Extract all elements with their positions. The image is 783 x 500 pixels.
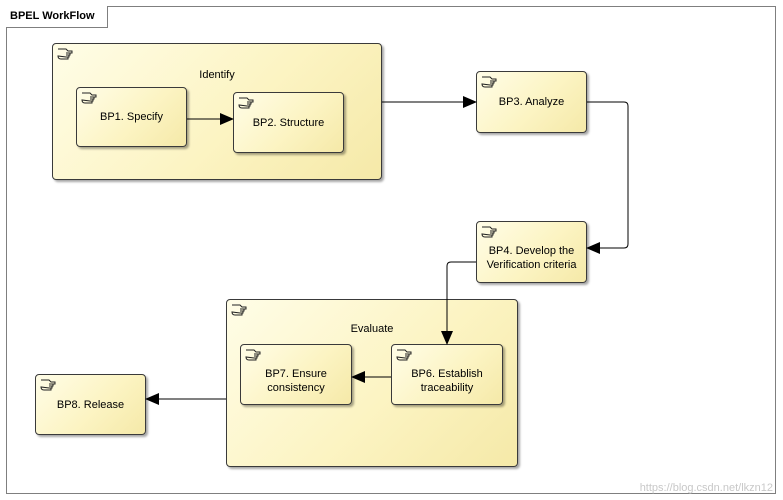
task-label: BP1. Specify — [100, 111, 163, 123]
task-bp4[interactable]: BP4. Develop the Verification criteria — [476, 221, 587, 283]
activity-icon — [245, 349, 261, 361]
task-label-line2: Verification criteria — [486, 259, 577, 271]
container-label: Evaluate — [350, 323, 394, 335]
activity-icon — [40, 379, 56, 391]
activity-icon — [57, 48, 73, 60]
activity-icon — [481, 226, 497, 238]
task-label: BP2. Structure — [252, 117, 325, 129]
activity-icon — [481, 76, 497, 88]
task-label-line1: BP7. Ensure — [265, 368, 327, 380]
task-bp2[interactable]: BP2. Structure — [233, 92, 344, 153]
activity-icon — [396, 349, 412, 361]
task-label-line1: BP4. Develop the — [488, 245, 575, 257]
task-label-line2: consistency — [267, 382, 325, 394]
task-label-line2: traceability — [420, 382, 474, 394]
task-label-line1: BP6. Establish — [411, 368, 483, 380]
task-bp8[interactable]: BP8. Release — [35, 374, 146, 435]
frame-title: BPEL WorkFlow — [6, 6, 108, 28]
task-bp6[interactable]: BP6. Establish traceability — [391, 344, 503, 405]
task-bp7[interactable]: BP7. Ensure consistency — [240, 344, 352, 405]
bpel-frame — [6, 6, 776, 494]
watermark: https://blog.csdn.net/lkzn12 — [639, 482, 773, 494]
container-label: Identify — [199, 69, 235, 81]
activity-icon — [231, 304, 247, 316]
task-label: BP3. Analyze — [498, 96, 565, 108]
activity-icon — [238, 97, 254, 109]
activity-icon — [81, 92, 97, 104]
task-bp1[interactable]: BP1. Specify — [76, 87, 187, 147]
task-label: BP8. Release — [56, 399, 125, 411]
task-bp3[interactable]: BP3. Analyze — [476, 71, 587, 133]
